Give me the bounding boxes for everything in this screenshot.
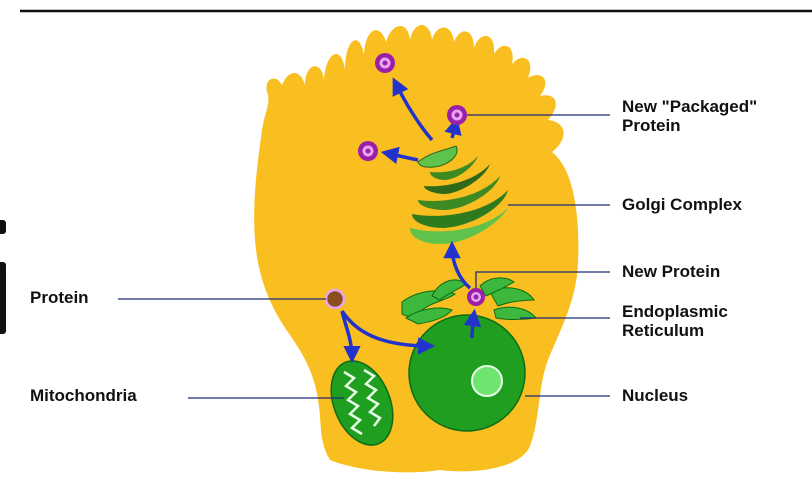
label-mitochondria: Mitochondria xyxy=(30,386,137,405)
label-nucleus: Nucleus xyxy=(622,386,688,405)
vesicle-packaged-1 xyxy=(375,53,395,73)
label-new-packaged-protein: New "Packaged" Protein xyxy=(622,97,757,135)
label-golgi-complex: Golgi Complex xyxy=(622,195,742,214)
cell-body xyxy=(254,25,578,472)
vesicle-packaged-3 xyxy=(358,141,378,161)
nucleus xyxy=(409,315,525,431)
left-edge-mark xyxy=(0,262,6,334)
vesicle-new-protein xyxy=(467,288,485,306)
label-new-protein: New Protein xyxy=(622,262,720,281)
protein-dot xyxy=(326,290,344,308)
nucleolus xyxy=(472,366,502,396)
label-endoplasmic-reticulum: Endoplasmic Reticulum xyxy=(622,302,728,340)
vesicle-packaged-2 xyxy=(447,105,467,125)
left-edge-mark-upper xyxy=(0,220,6,234)
label-protein: Protein xyxy=(30,288,89,307)
